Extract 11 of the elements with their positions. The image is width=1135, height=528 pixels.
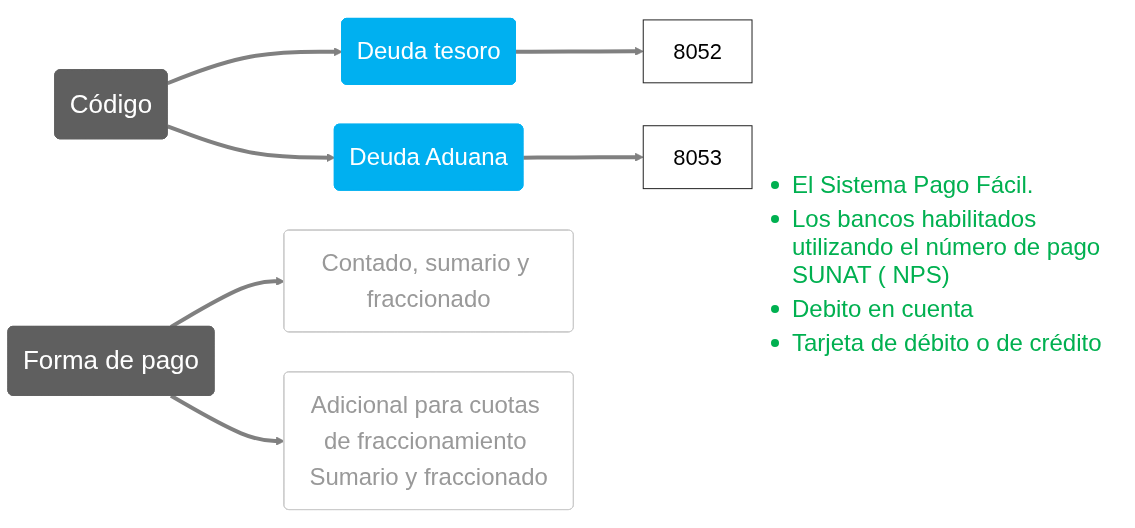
bullet-text: El Sistema Pago Fácil.	[792, 171, 1034, 199]
arrow	[516, 46, 644, 56]
node-box: 8052	[642, 19, 753, 84]
arrow	[169, 394, 285, 446]
bullet-text: Tarjeta de débito o de crédito	[792, 329, 1102, 357]
node-box: 8053	[642, 125, 753, 190]
bullet-text: Debito en cuenta	[792, 295, 974, 323]
arrow	[523, 152, 644, 162]
bullet-text: Los bancos habilitados utilizando el número de pago SUNAT ( NPS)	[792, 205, 1102, 289]
arrow	[166, 47, 343, 86]
arrow	[166, 124, 336, 163]
